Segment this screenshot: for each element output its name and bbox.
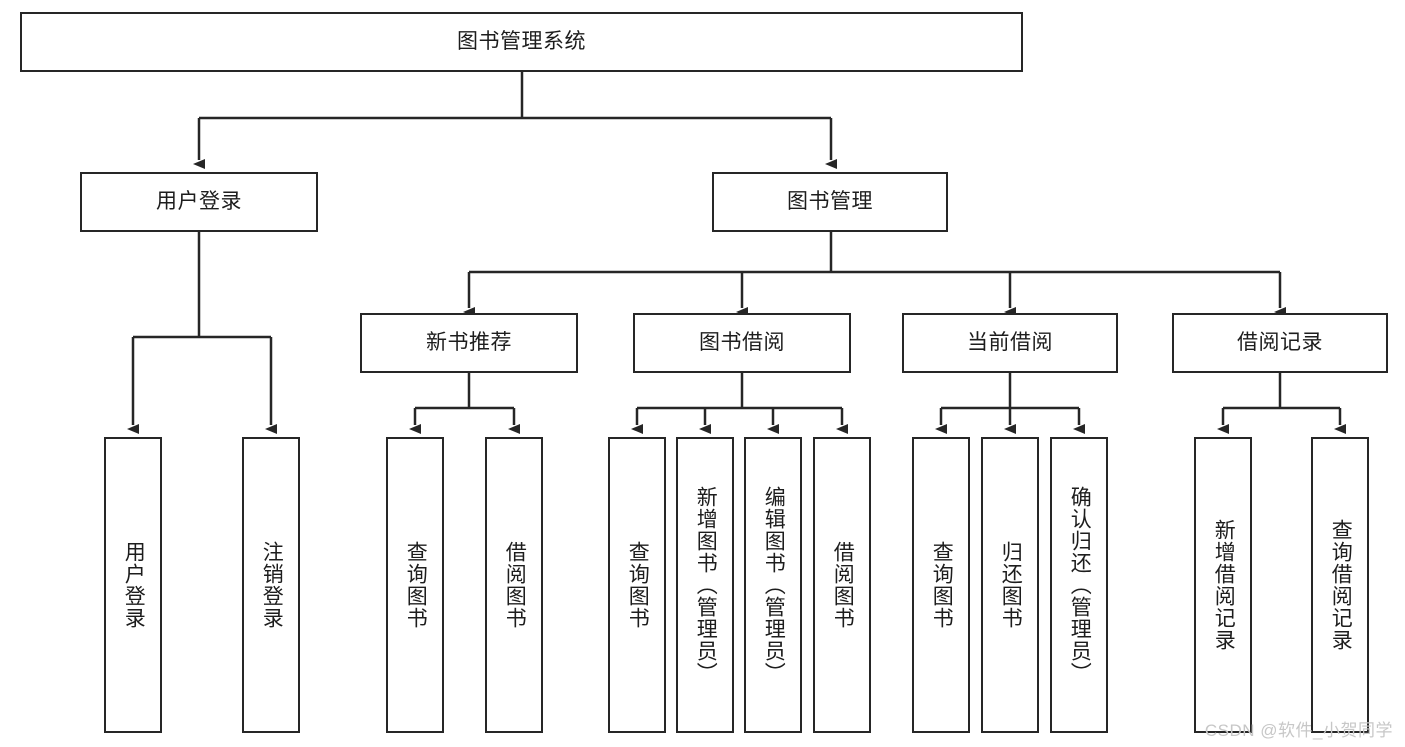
leaf-borrow-book[interactable]: 借阅图书 (813, 437, 871, 733)
leaf-query-book-current[interactable]: 查询图书 (912, 437, 970, 733)
node-current-borrow[interactable]: 当前借阅 (902, 313, 1118, 373)
leaf-add-book-admin[interactable]: 新增图书（管理员） (676, 437, 734, 733)
leaf-query-book-borrow[interactable]: 查询图书 (608, 437, 666, 733)
node-book-management[interactable]: 图书管理 (712, 172, 948, 232)
leaf-user-login[interactable]: 用户登录 (104, 437, 162, 733)
leaf-confirm-return-admin[interactable]: 确认归还（管理员） (1050, 437, 1108, 733)
leaf-query-borrow-record[interactable]: 查询借阅记录 (1311, 437, 1369, 733)
leaf-add-borrow-record[interactable]: 新增借阅记录 (1194, 437, 1252, 733)
leaf-query-book-recommend[interactable]: 查询图书 (386, 437, 444, 733)
node-root-system[interactable]: 图书管理系统 (20, 12, 1023, 72)
node-user-login[interactable]: 用户登录 (80, 172, 318, 232)
leaf-logout[interactable]: 注销登录 (242, 437, 300, 733)
csdn-watermark: CSDN @软件_小贺同学 (1204, 721, 1393, 740)
leaf-return-book[interactable]: 归还图书 (981, 437, 1039, 733)
node-book-borrow[interactable]: 图书借阅 (633, 313, 851, 373)
node-new-book-recommend[interactable]: 新书推荐 (360, 313, 578, 373)
node-borrow-record[interactable]: 借阅记录 (1172, 313, 1388, 373)
leaf-edit-book-admin[interactable]: 编辑图书（管理员） (744, 437, 802, 733)
leaf-borrow-book-recommend[interactable]: 借阅图书 (485, 437, 543, 733)
